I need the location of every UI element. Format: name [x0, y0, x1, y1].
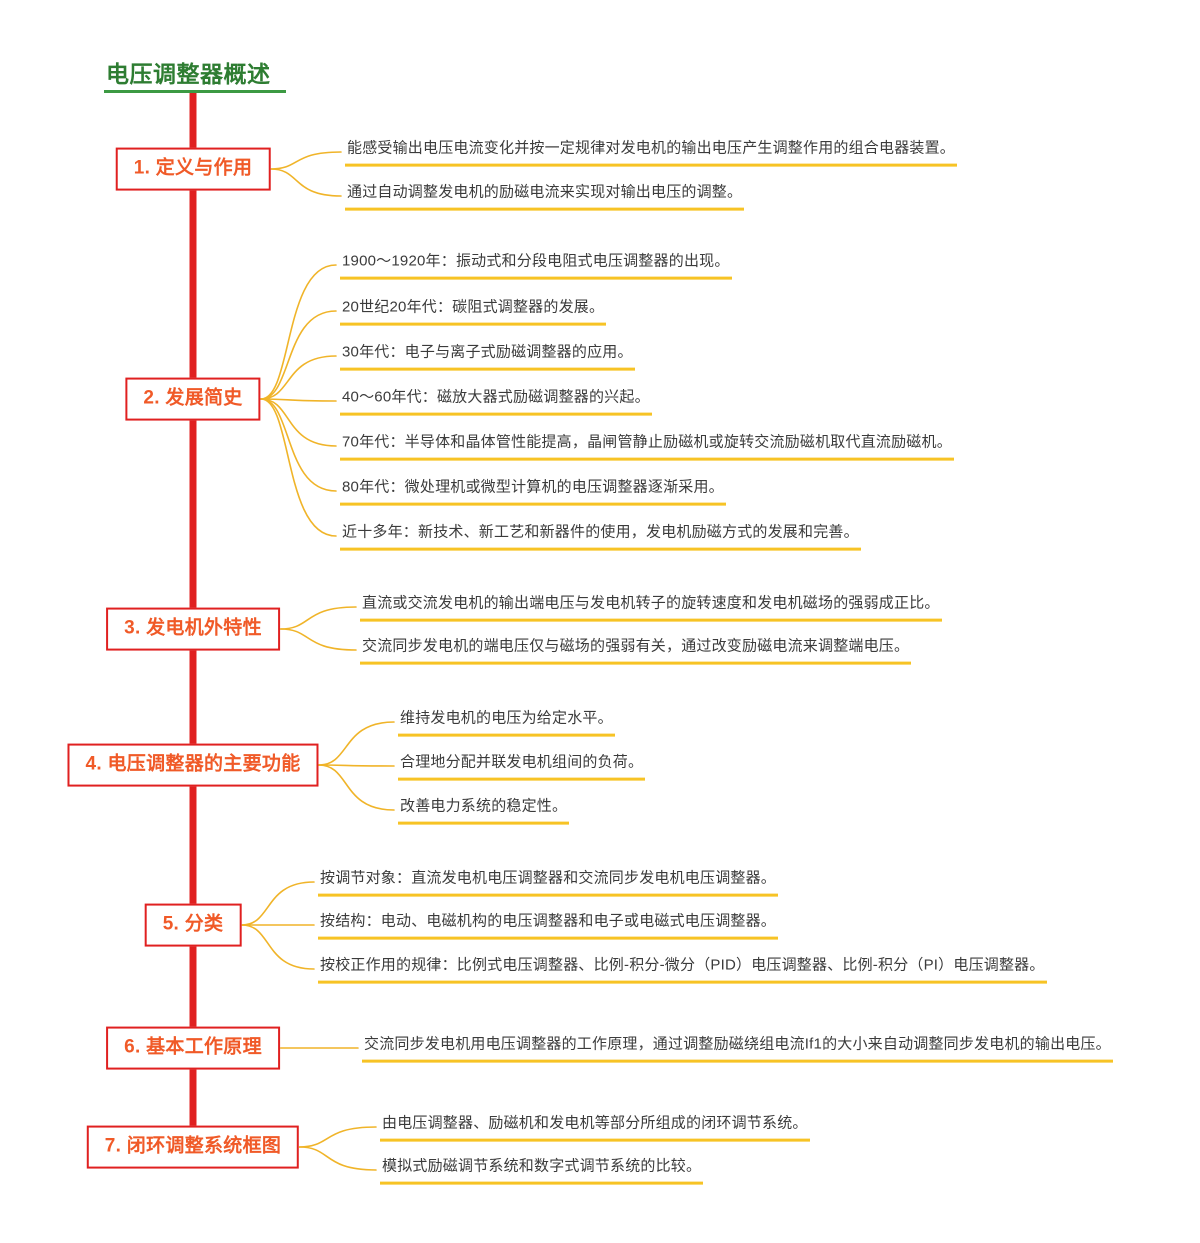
leaf-label: 交流同步发电机用电压调整器的工作原理，通过调整励磁绕组电流If1的大小来自动调整… — [364, 1035, 1111, 1053]
leaf-underline — [380, 1138, 810, 1142]
leaf-label: 近十多年：新技术、新工艺和新器件的使用，发电机励磁方式的发展和完善。 — [342, 523, 859, 541]
leaf-underline — [398, 821, 570, 825]
leaf-item[interactable]: 交流同步发电机用电压调整器的工作原理，通过调整励磁绕组电流If1的大小来自动调整… — [362, 1034, 1113, 1063]
leaf-label: 交流同步发电机的端电压仅与磁场的强弱有关，通过改变励磁电流来调整端电压。 — [362, 637, 910, 655]
leaf-connector — [270, 151, 342, 170]
leaf-label: 1900～1920年：振动式和分段电阻式电压调整器的出现。 — [342, 252, 730, 270]
branch-node-4[interactable]: 4. 电压调整器的主要功能 — [67, 743, 319, 787]
leaf-item[interactable]: 能感受输出电压电流变化并按一定规律对发电机的输出电压产生调整作用的组合电器装置。 — [345, 138, 958, 167]
leaf-item[interactable]: 改善电力系统的稳定性。 — [398, 796, 570, 825]
leaf-label: 80年代：微处理机或微型计算机的电压调整器逐渐采用。 — [342, 478, 724, 496]
branch-node-label: 3. 发电机外特性 — [124, 617, 262, 639]
leaf-label: 直流或交流发电机的输出端电压与发电机转子的旋转速度和发电机磁场的强弱成正比。 — [362, 594, 940, 612]
leaf-connector — [260, 398, 337, 402]
leaf-connector — [318, 721, 395, 766]
leaf-connector — [241, 924, 315, 970]
leaf-item[interactable]: 按校正作用的规律：比例式电压调整器、比例-积分-微分（PID）电压调整器、比例-… — [318, 955, 1047, 984]
leaf-item[interactable]: 80年代：微处理机或微型计算机的电压调整器逐渐采用。 — [340, 477, 726, 506]
leaf-item[interactable]: 40～60年代：磁放大器式励磁调整器的兴起。 — [340, 387, 652, 416]
leaf-connector — [241, 881, 315, 926]
leaf-connector — [298, 1126, 377, 1148]
leaf-connector — [260, 398, 337, 537]
leaf-label: 70年代：半导体和晶体管性能提高，晶闸管静止励磁机或旋转交流励磁机取代直流励磁机… — [342, 433, 952, 451]
leaf-underline — [345, 163, 958, 167]
leaf-underline — [340, 412, 652, 416]
leaf-underline — [360, 661, 912, 665]
leaf-underline — [340, 547, 861, 551]
branch-node-label: 5. 分类 — [162, 913, 224, 935]
branch-node-label: 1. 定义与作用 — [133, 157, 253, 179]
leaf-connector — [260, 398, 337, 492]
leaf-item[interactable]: 通过自动调整发电机的励磁电流来实现对输出电压的调整。 — [345, 182, 745, 211]
leaf-underline — [318, 893, 779, 897]
branch-node-label: 2. 发展简史 — [143, 387, 243, 409]
branch-node-3[interactable]: 3. 发电机外特性 — [106, 607, 280, 651]
leaf-label: 改善电力系统的稳定性。 — [400, 797, 568, 815]
branch-node-6[interactable]: 6. 基本工作原理 — [106, 1026, 280, 1070]
leaf-connector — [260, 264, 337, 400]
leaf-underline — [340, 322, 607, 326]
leaf-item[interactable]: 模拟式励磁调节系统和数字式调节系统的比较。 — [380, 1156, 704, 1185]
branch-node-label: 7. 闭环调整系统框图 — [104, 1135, 282, 1157]
leaf-label: 按校正作用的规律：比例式电压调整器、比例-积分-微分（PID）电压调整器、比例-… — [320, 956, 1045, 974]
branch-node-label: 4. 电压调整器的主要功能 — [85, 753, 301, 775]
leaf-underline — [340, 367, 635, 371]
leaf-item[interactable]: 直流或交流发电机的输出端电压与发电机转子的旋转速度和发电机磁场的强弱成正比。 — [360, 593, 942, 622]
leaf-connector — [270, 168, 342, 197]
leaf-item[interactable]: 维持发电机的电压为给定水平。 — [398, 708, 615, 737]
leaf-connector — [260, 355, 337, 400]
leaf-connector — [318, 764, 395, 767]
leaf-underline — [340, 276, 732, 280]
leaf-item[interactable]: 70年代：半导体和晶体管性能提高，晶闸管静止励磁机或旋转交流励磁机取代直流励磁机… — [340, 432, 954, 461]
leaf-item[interactable]: 按调节对象：直流发电机电压调整器和交流同步发电机电压调整器。 — [318, 868, 779, 897]
leaf-underline — [398, 733, 615, 737]
branch-node-1[interactable]: 1. 定义与作用 — [115, 147, 271, 191]
leaf-label: 按调节对象：直流发电机电压调整器和交流同步发电机电压调整器。 — [320, 869, 777, 887]
leaf-item[interactable]: 交流同步发电机的端电压仅与磁场的强弱有关，通过改变励磁电流来调整端电压。 — [360, 636, 912, 665]
leaf-item[interactable]: 由电压调整器、励磁机和发电机等部分所组成的闭环调节系统。 — [380, 1113, 810, 1142]
leaf-item[interactable]: 1900～1920年：振动式和分段电阻式电压调整器的出现。 — [340, 251, 732, 280]
leaf-connector — [298, 1146, 377, 1171]
leaf-item[interactable]: 近十多年：新技术、新工艺和新器件的使用，发电机励磁方式的发展和完善。 — [340, 522, 861, 551]
leaf-underline — [345, 207, 745, 211]
leaf-item[interactable]: 按结构：电动、电磁机构的电压调整器和电子或电磁式电压调整器。 — [318, 911, 779, 940]
leaf-connector — [260, 398, 337, 447]
leaf-connector — [318, 764, 395, 811]
leaf-connector — [279, 628, 357, 651]
root-title-underline — [104, 90, 286, 93]
leaf-underline — [340, 457, 954, 461]
leaf-connector — [260, 310, 337, 400]
leaf-item[interactable]: 30年代：电子与离子式励磁调整器的应用。 — [340, 342, 635, 371]
leaf-underline — [398, 777, 646, 781]
leaf-label: 通过自动调整发电机的励磁电流来实现对输出电压的调整。 — [347, 183, 743, 201]
branch-node-2[interactable]: 2. 发展简史 — [125, 377, 261, 421]
branch-node-5[interactable]: 5. 分类 — [144, 903, 242, 947]
leaf-underline — [360, 618, 942, 622]
leaf-item[interactable]: 20世纪20年代：碳阻式调整器的发展。 — [340, 297, 607, 326]
branch-node-7[interactable]: 7. 闭环调整系统框图 — [86, 1125, 300, 1169]
leaf-label: 20世纪20年代：碳阻式调整器的发展。 — [342, 298, 605, 316]
leaf-label: 30年代：电子与离子式励磁调整器的应用。 — [342, 343, 633, 361]
leaf-connector — [279, 606, 357, 630]
leaf-item[interactable]: 合理地分配并联发电机组间的负荷。 — [398, 752, 646, 781]
branch-node-label: 6. 基本工作原理 — [124, 1036, 262, 1058]
leaf-underline — [380, 1181, 704, 1185]
leaf-label: 模拟式励磁调节系统和数字式调节系统的比较。 — [382, 1157, 702, 1175]
root-title: 电压调整器概述 — [106, 61, 271, 87]
leaf-underline — [318, 936, 779, 940]
leaf-label: 合理地分配并联发电机组间的负荷。 — [400, 753, 644, 771]
leaf-underline — [340, 502, 726, 506]
leaf-underline — [318, 980, 1047, 984]
leaf-label: 40～60年代：磁放大器式励磁调整器的兴起。 — [342, 388, 650, 406]
leaf-label: 由电压调整器、励磁机和发电机等部分所组成的闭环调节系统。 — [382, 1114, 808, 1132]
leaf-underline — [362, 1059, 1113, 1063]
leaf-label: 维持发电机的电压为给定水平。 — [400, 709, 613, 727]
leaf-label: 按结构：电动、电磁机构的电压调整器和电子或电磁式电压调整器。 — [320, 912, 777, 930]
leaf-label: 能感受输出电压电流变化并按一定规律对发电机的输出电压产生调整作用的组合电器装置。 — [347, 139, 956, 157]
